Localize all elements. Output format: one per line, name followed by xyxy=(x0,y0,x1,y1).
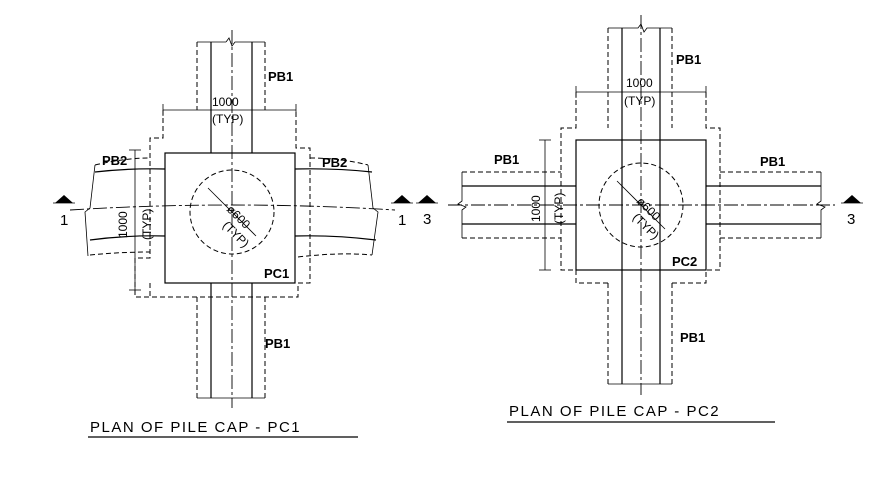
cap-outline-dashed-pc2-b xyxy=(670,92,721,284)
dim-horizontal-value: 1000 xyxy=(212,95,239,109)
beam-vertical-pc1 xyxy=(196,30,266,408)
beam-label-bottom: PB1 xyxy=(265,336,290,351)
cap-label: PC2 xyxy=(672,254,697,269)
dim-horizontal-value: 1000 xyxy=(626,76,653,90)
dim-horizontal-pc2: 1000 (TYP) xyxy=(575,76,707,108)
section-marker-left-pc2: 3 xyxy=(416,195,438,228)
pile-cap-pc1 xyxy=(164,152,296,284)
beam-label-top: PB1 xyxy=(676,52,701,67)
section-marker-left-pc1: 1 xyxy=(53,195,75,229)
cap-outline-dashed-pc2 xyxy=(560,92,608,284)
dim-horizontal-note: (TYP) xyxy=(212,112,243,126)
dim-vertical-pc2: 1000 (TYP) xyxy=(529,139,566,271)
beam-label-right: PB2 xyxy=(322,155,347,170)
beam-label-left: PB2 xyxy=(102,153,127,168)
dim-horizontal-pc1: 1000 (TYP) xyxy=(162,95,297,126)
section-marker-label: 1 xyxy=(398,212,406,229)
beam-label-left: PB1 xyxy=(494,152,519,167)
cap-label: PC1 xyxy=(264,266,289,281)
dim-vertical-pc1: 1000 (TYP) xyxy=(116,149,154,291)
section-marker-right-pc1: 1 xyxy=(391,195,413,229)
plan-title-pc1: PLAN OF PILE CAP - PC1 xyxy=(90,419,301,436)
plan-pc1: 1000 (TYP) 1000 (TYP) ø600 (TYP) PB1 PB2… xyxy=(53,30,413,438)
section-marker-right-pc2: 3 xyxy=(841,195,863,228)
cap-outline-dashed-pc1 xyxy=(134,110,311,298)
beam-label-right: PB1 xyxy=(760,154,785,169)
section-marker-label: 3 xyxy=(423,211,431,228)
plan-pc2: 1000 (TYP) 1000 (TYP) ø600 (TYP) PB1 PB1… xyxy=(416,15,863,423)
dim-vertical-value: 1000 xyxy=(116,211,130,238)
pile-circle-pc1 xyxy=(189,169,275,255)
dim-vertical-note: (TYP) xyxy=(140,209,154,240)
beam-label-top: PB1 xyxy=(268,69,293,84)
plan-title-pc2: PLAN OF PILE CAP - PC2 xyxy=(509,403,720,420)
section-marker-label: 3 xyxy=(847,211,855,228)
dim-vertical-value: 1000 xyxy=(529,195,543,222)
pile-circle-pc2 xyxy=(598,162,684,248)
section-marker-label: 1 xyxy=(60,212,68,229)
dim-vertical-note: (TYP) xyxy=(552,193,566,224)
beam-horizontal-pc1 xyxy=(69,157,396,258)
dim-horizontal-note: (TYP) xyxy=(624,94,655,108)
beam-vertical-pc2 xyxy=(607,15,673,395)
beam-label-bottom: PB1 xyxy=(680,330,705,345)
